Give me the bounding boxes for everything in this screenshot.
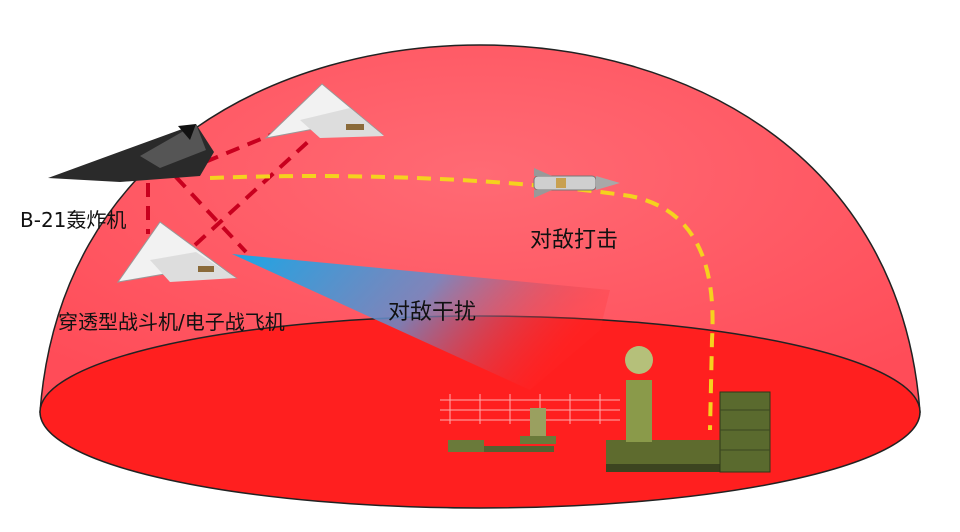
air-defense-launcher-icon — [719, 391, 771, 473]
missile-icon — [533, 168, 620, 198]
bomber-label: B-21轰炸机 — [20, 208, 127, 232]
strike-label: 对敌打击 — [530, 228, 619, 253]
fighter-jet-icon-2 — [116, 221, 238, 283]
jamming-label: 对敌干扰 — [388, 300, 477, 325]
fighter-label: 穿透型战斗机/电子战飞机 — [58, 310, 285, 334]
strike-path — [209, 174, 715, 431]
stealth-bomber-icon — [48, 124, 214, 182]
radar-vehicle-icon — [448, 408, 556, 452]
jamming-beam — [232, 254, 610, 390]
data-links — [146, 130, 312, 254]
defense-dome — [39, 44, 921, 413]
fighter-jet-icon — [264, 83, 384, 139]
